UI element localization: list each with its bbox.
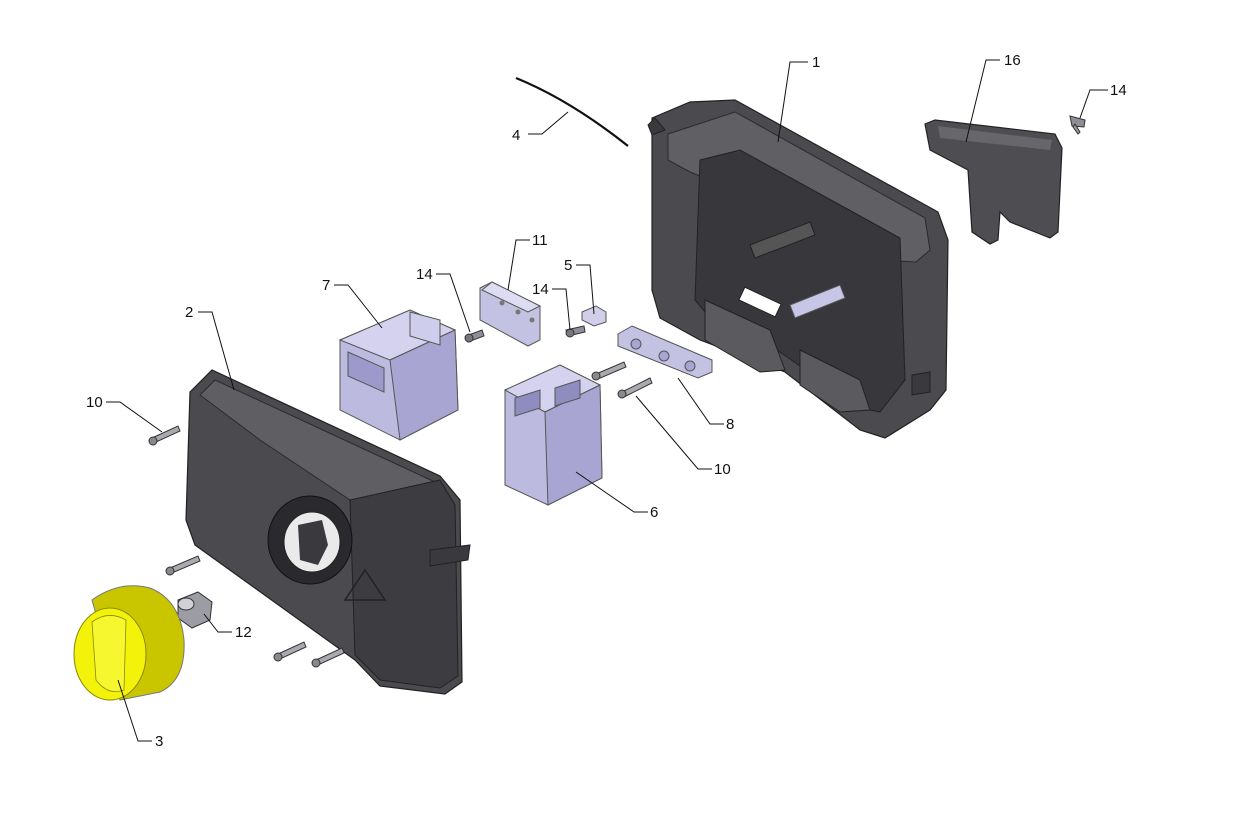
part-10-screw-right-upper (591, 361, 627, 381)
callout-7: 7 (322, 277, 330, 294)
part-3-knob (73, 585, 185, 701)
part-14-screw-top-right (1069, 115, 1086, 135)
callout-2: 2 (185, 304, 193, 321)
callout-8: 8 (726, 416, 734, 433)
callout-3: 3 (155, 733, 163, 750)
part-7-contactor (338, 309, 459, 441)
part-12-adapter (177, 591, 213, 629)
part-16-cover-plate (924, 119, 1063, 245)
callout-14-top-right: 14 (1110, 82, 1127, 99)
part-6-switch-block (503, 364, 603, 506)
callout-16: 16 (1004, 52, 1021, 69)
callout-6: 6 (650, 504, 658, 521)
callout-14-left: 14 (416, 266, 433, 283)
callout-10-right: 10 (714, 461, 731, 478)
callout-labels: 1 16 14 4 11 5 14 14 7 2 10 8 10 6 12 3 (86, 52, 1127, 750)
part-10-screw-right-lower (617, 377, 653, 399)
part-2-front-cover (185, 369, 471, 695)
callout-10-left: 10 (86, 394, 103, 411)
callout-1: 1 (812, 54, 820, 71)
part-4-wire (515, 76, 629, 147)
callout-11: 11 (532, 232, 548, 249)
part-11-din-rail (479, 281, 542, 347)
part-8-terminal-rail (617, 325, 713, 379)
part-5-clip (581, 305, 607, 327)
part-14-screw-left (464, 329, 485, 343)
part-14-screw-middle (565, 325, 586, 338)
part-10-screw-left (148, 425, 181, 446)
screw-lower-left (165, 555, 201, 576)
callout-5: 5 (564, 257, 572, 274)
screw-bottom-a (273, 641, 307, 662)
screw-bottom-b (311, 647, 345, 668)
callout-12: 12 (235, 624, 252, 641)
callout-14-middle: 14 (532, 281, 549, 298)
callout-4: 4 (512, 127, 520, 144)
leader-lines (106, 59, 1108, 742)
part-1-rear-housing (647, 99, 949, 439)
